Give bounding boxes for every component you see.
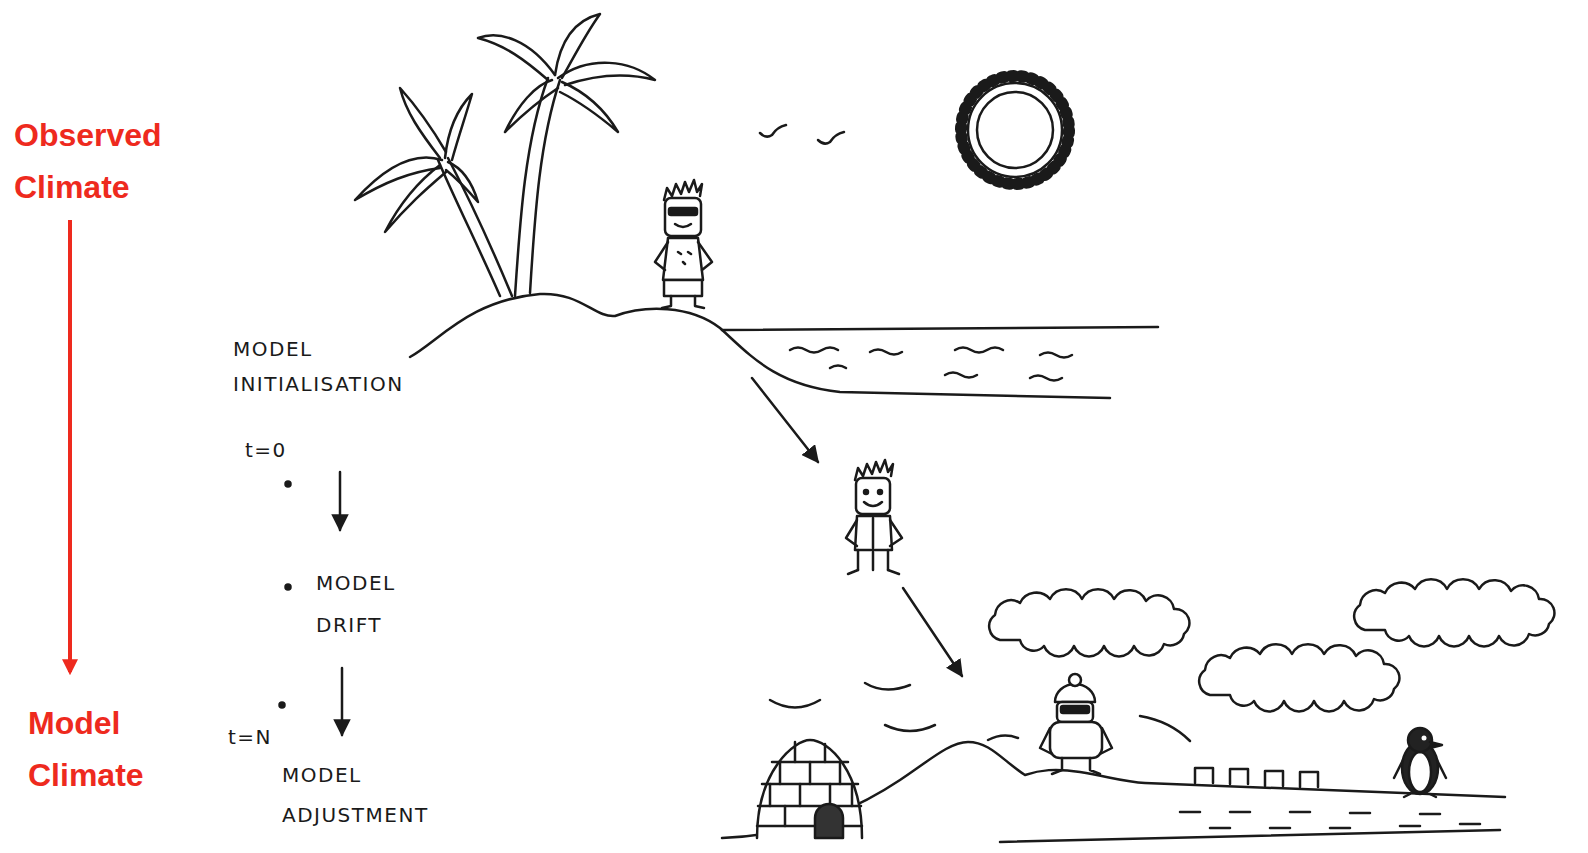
palm-frond (385, 165, 446, 232)
palm-frond (355, 157, 442, 200)
time-label: t=N (228, 723, 308, 751)
legs (1052, 758, 1100, 774)
timeline-arrow (341, 668, 344, 735)
cloud (989, 589, 1189, 656)
penguin-head (1408, 728, 1432, 752)
wind-gust (1140, 716, 1190, 741)
timeline-dot (286, 482, 291, 487)
arm (1040, 728, 1112, 754)
trousers (858, 550, 888, 570)
island-hill (410, 294, 1110, 398)
sea-wave (830, 366, 846, 369)
penguin-flipper (1394, 760, 1446, 778)
sun-rays (961, 76, 1069, 184)
sunglasses (669, 208, 697, 215)
stage-label: MODEL ADJUSTMENT (282, 755, 462, 835)
penguin-eye (1422, 736, 1427, 741)
sea-wave (955, 348, 1003, 353)
sea-horizon (722, 327, 1158, 330)
igloo-door (815, 804, 843, 838)
timeline-arrow (339, 472, 342, 530)
torso (663, 238, 703, 280)
head (856, 478, 890, 514)
travel-arrow (903, 588, 962, 676)
sea-wave (1030, 376, 1062, 381)
sea-wave (870, 350, 902, 355)
climate-arrow (68, 220, 72, 672)
sun-disc (977, 92, 1053, 168)
ice-blocks (1195, 768, 1318, 787)
wind-gust (770, 700, 820, 708)
stage-label: MODEL INITIALISATION (233, 332, 463, 402)
igloo-dome (757, 740, 862, 838)
arm (655, 242, 668, 270)
palm-frond (560, 82, 618, 132)
ice-edge (1000, 830, 1500, 842)
wind-gust (885, 725, 935, 731)
shorts (664, 280, 702, 296)
arm (698, 242, 712, 270)
penguin-feet (1404, 794, 1436, 797)
sea-wave (790, 348, 838, 353)
palm-frond (558, 63, 655, 85)
time-label: t=0 (245, 436, 325, 464)
palm-frond (446, 162, 478, 202)
stage-label: MODEL DRIFT (316, 562, 436, 646)
penguin-beak (1430, 742, 1442, 748)
palm-trunk (530, 80, 560, 293)
arm (890, 520, 902, 546)
axis-label: Model Climate (28, 697, 188, 801)
palm-frond (478, 35, 555, 80)
shirt (855, 516, 892, 550)
eye (878, 490, 882, 494)
wind-gust (988, 735, 1018, 740)
sea-wave (1040, 353, 1072, 358)
timeline-dot (286, 585, 291, 590)
smile (675, 224, 691, 227)
sea-wave (945, 373, 977, 378)
bird (760, 125, 786, 137)
travel-arrow (752, 378, 818, 462)
head (665, 198, 701, 236)
wind-gust (865, 683, 910, 690)
chest-marks (678, 252, 691, 264)
sun-ring (968, 83, 1062, 177)
palm-frond (505, 80, 558, 132)
palm-frond (400, 88, 446, 158)
shirt-seam (872, 518, 875, 548)
winter-coat (1050, 722, 1102, 758)
eye (864, 490, 868, 494)
water-dashes (1180, 812, 1480, 828)
cloud (1199, 644, 1399, 711)
goggles (1061, 706, 1089, 713)
legs (662, 296, 704, 308)
cloud (1354, 579, 1554, 646)
penguin-belly (1409, 752, 1431, 792)
arm (846, 520, 857, 546)
axis-label: Observed Climate (14, 109, 199, 213)
sketch-lines (280, 14, 1555, 842)
timeline-dot (280, 703, 285, 708)
palm-frond (445, 94, 472, 160)
bird (818, 132, 844, 144)
hat-pompom (1069, 674, 1081, 686)
smile (864, 502, 882, 506)
palm-trunk (438, 160, 500, 296)
feet (848, 570, 899, 574)
head (1057, 702, 1093, 722)
